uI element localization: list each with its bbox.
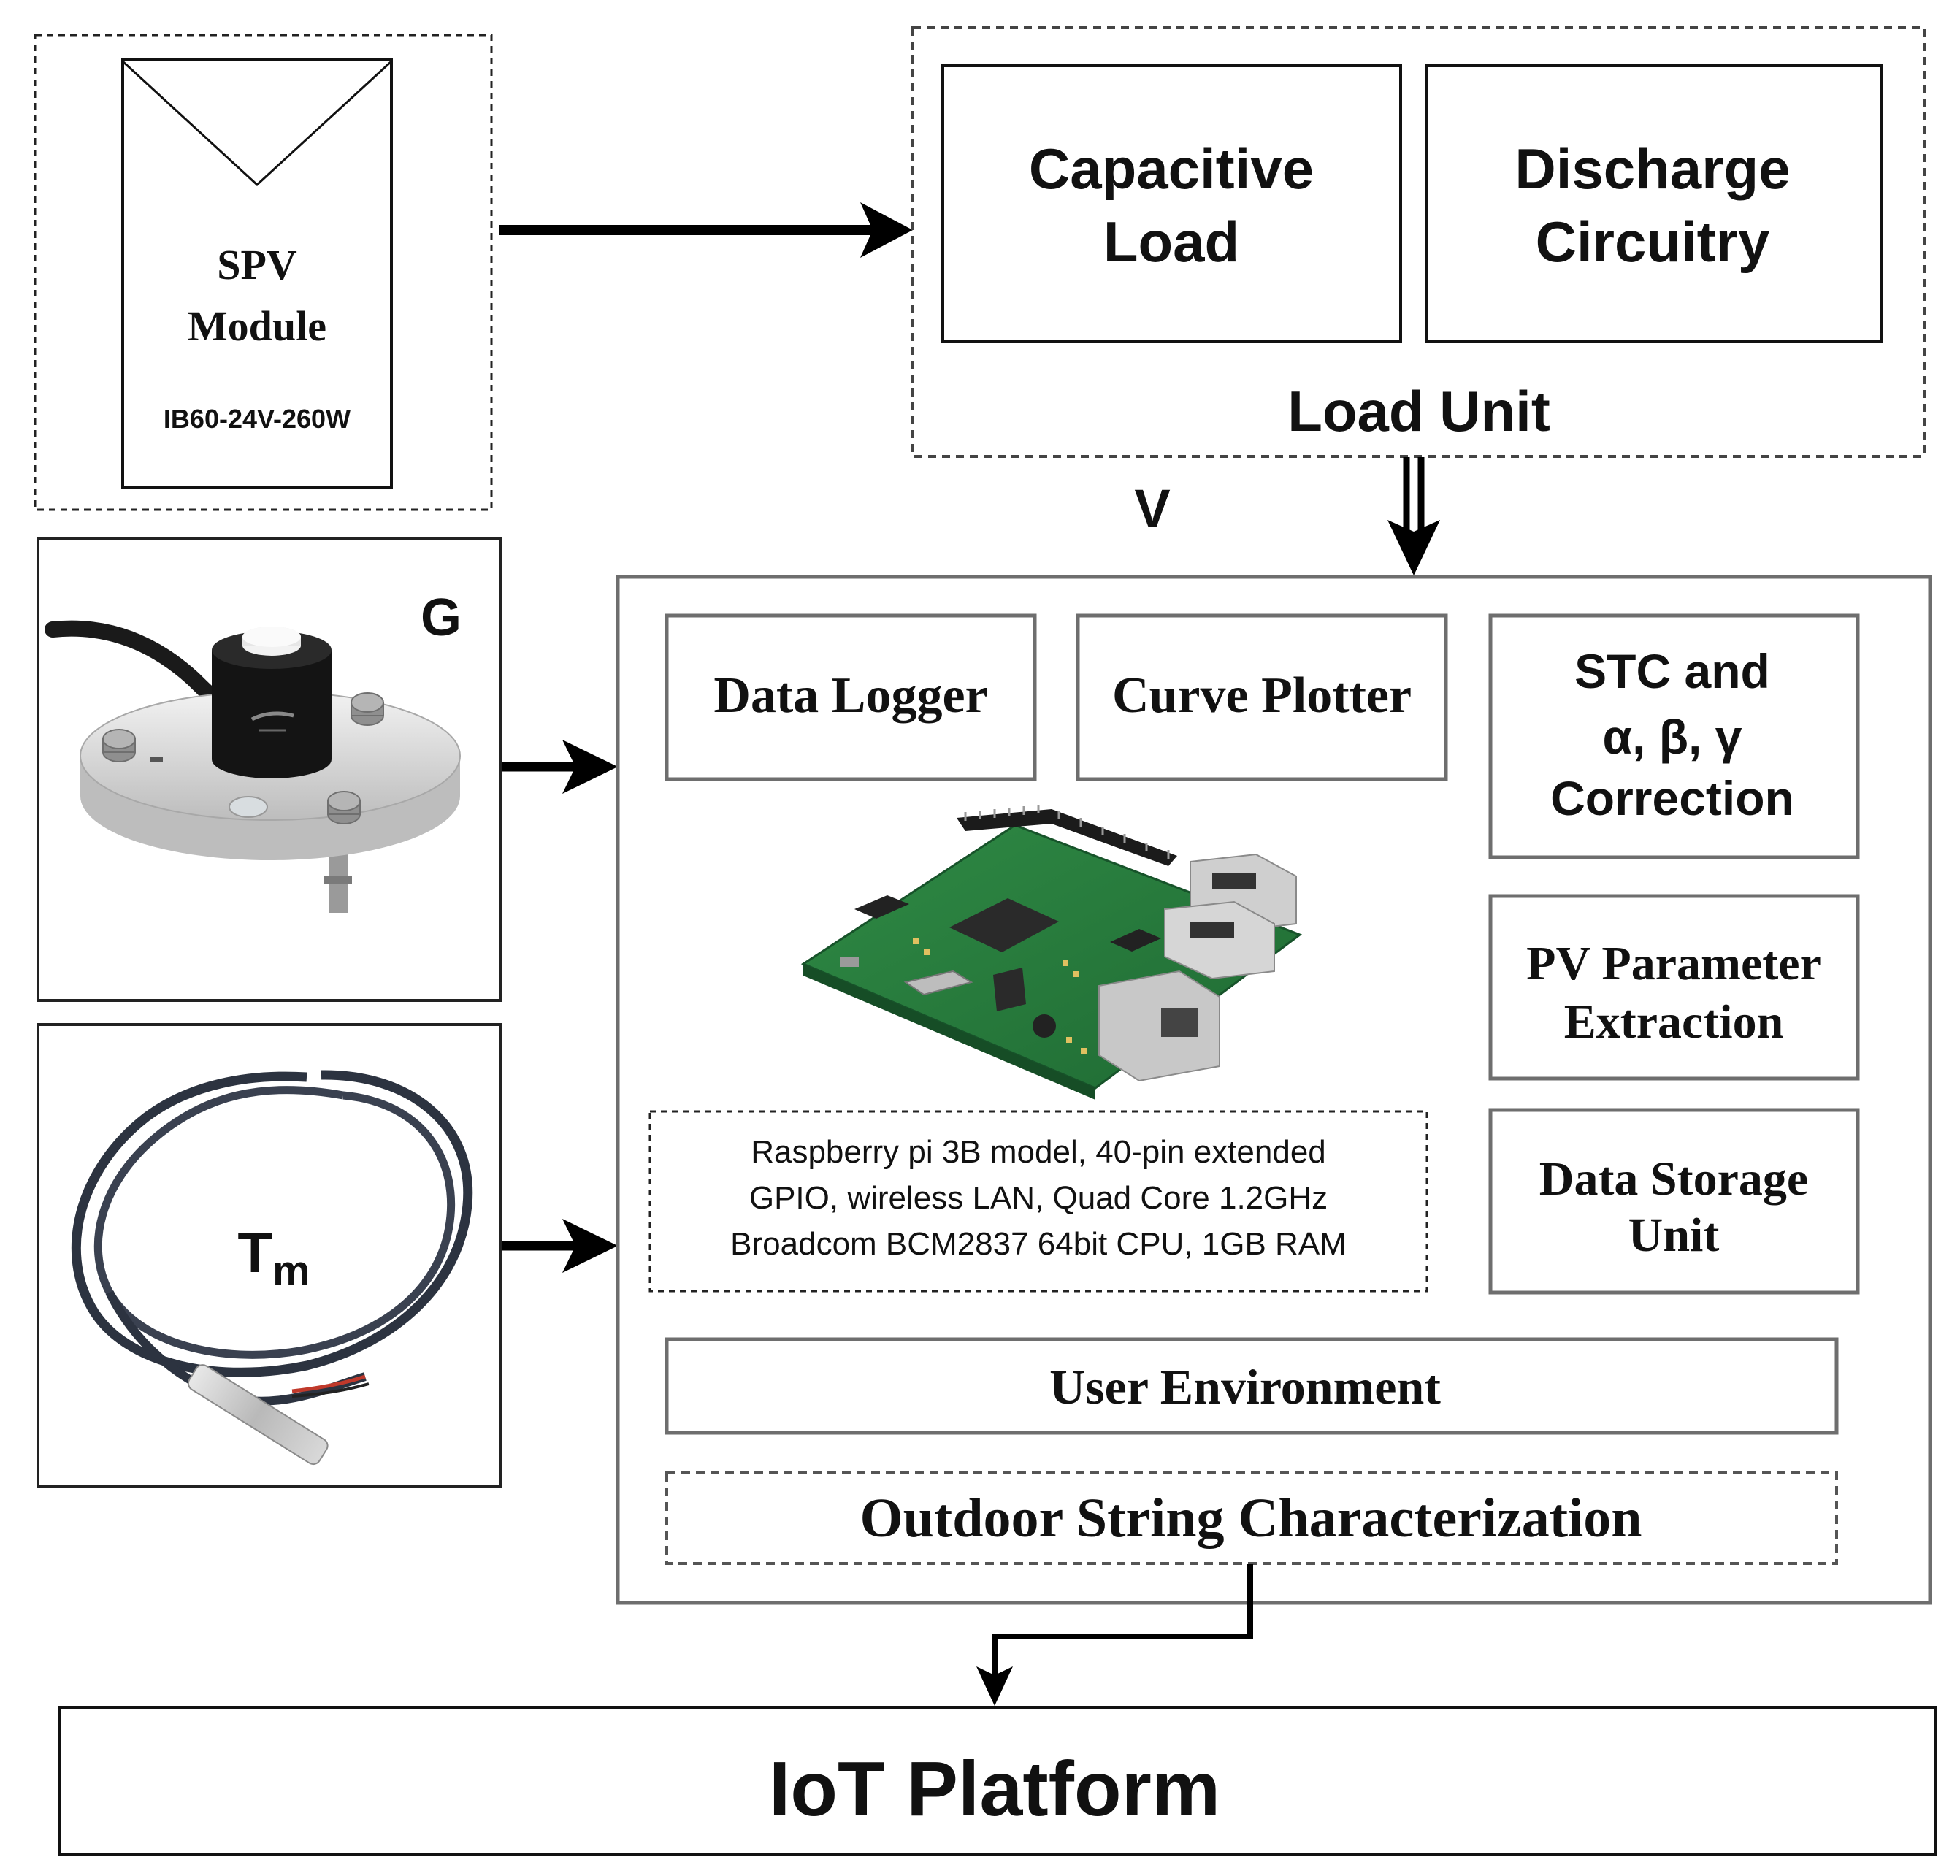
curve-plotter-box: [1076, 613, 1448, 781]
rpi-spec-box: [648, 1110, 1428, 1293]
arrow-tm-to-processor: [502, 1219, 618, 1273]
data-logger-label: Data Logger: [713, 667, 987, 724]
arrow-g-to-processor: [502, 740, 618, 794]
pv-parameter-line2: Extraction: [1564, 995, 1784, 1049]
temperature-signal-label: Tm: [237, 1220, 310, 1295]
load-unit-dashed-frame: [911, 26, 1926, 458]
outdoor-characterization-label: Outdoor String Characterization: [860, 1488, 1642, 1549]
irradiance-signal-label: G: [421, 589, 462, 647]
stc-correction-box: [1488, 613, 1860, 859]
pyranometer-group: G: [37, 537, 502, 1002]
rpi-spec-line1: Raspberry pi 3B model, 40-pin extended: [751, 1134, 1326, 1170]
spv-module-box: [121, 58, 393, 489]
stc-line1: STC and: [1574, 644, 1770, 698]
arrow-outdoor-to-iot: [976, 1564, 1253, 1706]
arrowhead-down-icon: [1387, 520, 1440, 575]
temperature-probe-icon: [71, 1070, 473, 1466]
spv-title-line1: SPV: [217, 241, 297, 288]
pv-parameter-line1: PV Parameter: [1526, 937, 1821, 990]
arrowhead-down-icon: [976, 1666, 1013, 1706]
data-logger-box: [665, 613, 1037, 781]
arrow-spv-to-load: [499, 202, 913, 258]
stc-line2: α, β, γ: [1603, 710, 1742, 764]
pyranometer-sensor-icon: [45, 620, 461, 913]
temperature-sensor-group: Tm: [37, 1023, 502, 1488]
temperature-main: T: [237, 1220, 272, 1285]
arrow-load-to-processor: [1387, 457, 1440, 575]
arrowhead-right-icon: [562, 740, 618, 794]
iot-platform-box: [58, 1706, 1937, 1856]
spv-envelope-icon: [121, 60, 393, 187]
iot-platform-label: IoT Platform: [769, 1746, 1220, 1832]
pv-parameter-box: [1488, 894, 1860, 1081]
discharge-circuitry-box: [1425, 64, 1883, 343]
capacitive-load-line2: Load: [1103, 210, 1239, 274]
load-unit-group: Capacitive Load Discharge Circuitry Load…: [911, 26, 1926, 458]
curve-plotter-label: Curve Plotter: [1112, 667, 1412, 724]
rpi-spec-line2: GPIO, wireless LAN, Quad Core 1.2GHz: [749, 1180, 1328, 1216]
data-storage-line1: Data Storage: [1539, 1152, 1808, 1206]
voltage-signal-label: V: [1134, 478, 1170, 539]
raspberry-pi-board-icon: [800, 805, 1303, 1100]
stc-line3: Correction: [1550, 771, 1794, 825]
data-storage-box: [1488, 1108, 1860, 1295]
rpi-spec-line3: Broadcom BCM2837 64bit CPU, 1GB RAM: [730, 1226, 1347, 1262]
iot-platform-group: IoT Platform: [58, 1706, 1937, 1856]
outdoor-characterization-box: [665, 1471, 1838, 1565]
user-environment-box: [665, 1337, 1839, 1435]
user-environment-label: User Environment: [1049, 1359, 1441, 1414]
processing-unit-group: Data Logger Curve Plotter STC and α, β, …: [616, 575, 1932, 1605]
discharge-line2: Circuitry: [1536, 210, 1770, 274]
arrowhead-right-icon: [860, 202, 913, 258]
spv-dashed-frame: [34, 34, 493, 511]
data-storage-line2: Unit: [1628, 1209, 1720, 1262]
load-unit-label: Load Unit: [1287, 379, 1550, 443]
spv-model-label: IB60-24V-260W: [164, 404, 351, 434]
spv-title-line2: Module: [188, 302, 326, 350]
capacitive-load-box: [941, 64, 1402, 343]
capacitive-load-line1: Capacitive: [1029, 137, 1314, 201]
spv-module-group: SPV Module IB60-24V-260W: [34, 34, 493, 511]
temperature-subscript: m: [272, 1247, 310, 1295]
discharge-line1: Discharge: [1515, 137, 1790, 201]
arrowhead-right-icon: [562, 1219, 618, 1273]
